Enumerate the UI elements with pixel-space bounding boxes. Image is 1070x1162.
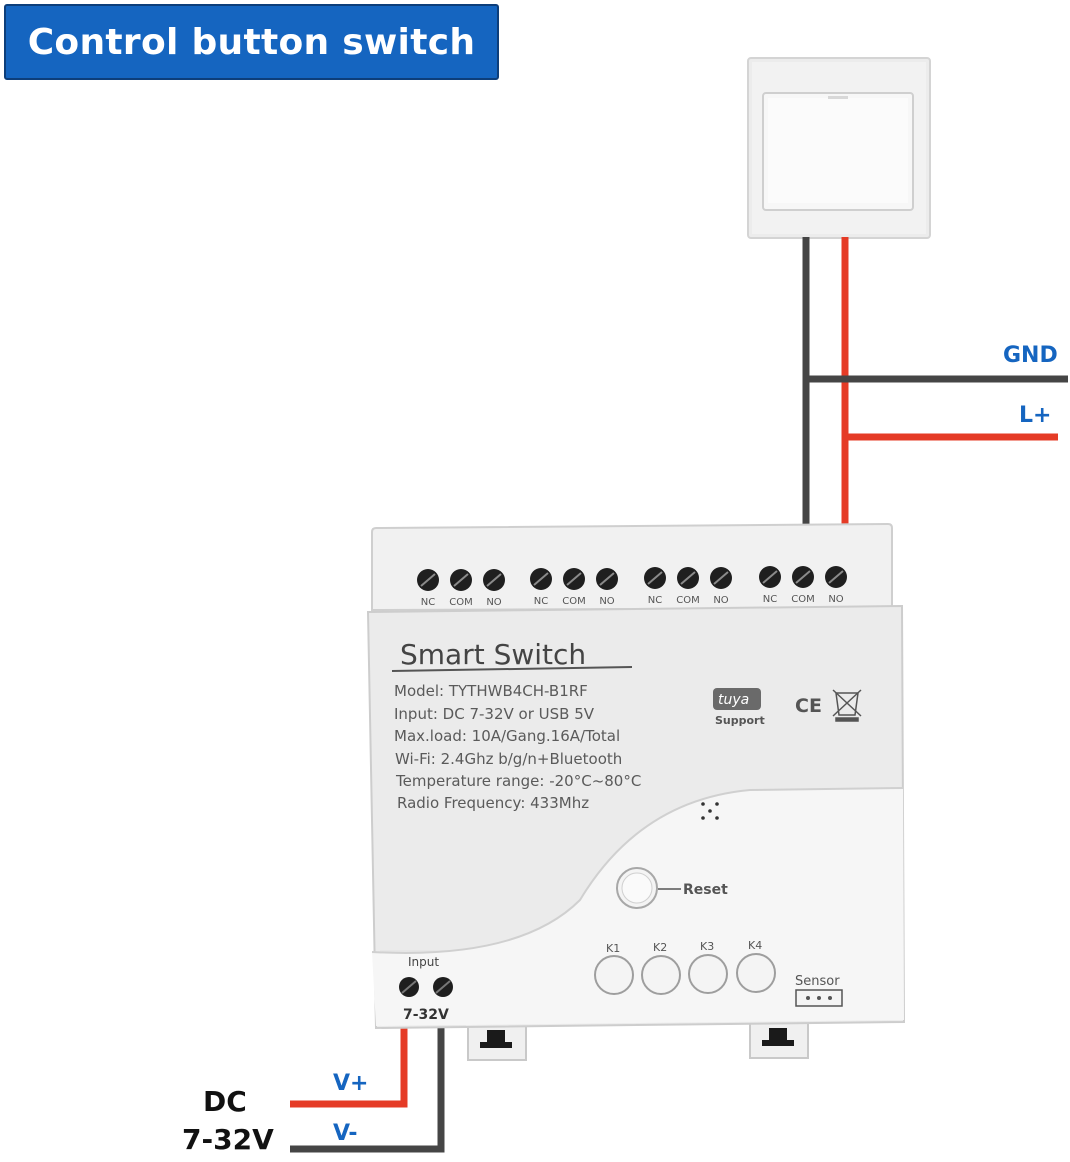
spec-lines: Model: TYTHWB4CH-B1RF Input: DC 7-32V or… [394,682,641,812]
reset-button[interactable] [616,867,658,909]
tuya-logo-text: tuya [718,692,749,708]
buzzer-holes [701,802,719,820]
wall-switch [747,57,931,239]
terminal-screw-slot [566,572,582,586]
terminal-screw-slot [647,571,663,585]
vminus-label: V- [333,1121,358,1146]
terminal-screw-slot [420,573,436,587]
spec-line: Radio Frequency: 433Mhz [397,794,589,812]
k4-label: K4 [748,939,762,952]
weee-bin-icon [832,689,862,722]
terminal-screw-slot [713,571,729,585]
sensor-port [795,989,843,1007]
terminal-label: NC [421,597,435,608]
reset-label: Reset [683,882,728,898]
spec-line: Temperature range: -20°C~80°C [395,772,641,790]
terminal-screw-slot [795,570,811,584]
terminal-label: NO [486,597,501,608]
banner-title: Control button switch [27,21,476,63]
terminal-screw-slot [762,570,778,584]
dc-label: DC [203,1085,247,1118]
spec-line: Max.load: 10A/Gang.16A/Total [394,727,620,745]
k3-label: K3 [700,940,714,953]
spec-line: Model: TYTHWB4CH-B1RF [394,682,588,700]
terminal-label: NC [534,596,548,607]
terminal-label: COM [449,597,472,608]
terminal-label: NC [763,594,777,605]
terminal-labels: NC COM NO NC COM NO NC COM NO NC COM NO [421,594,844,608]
terminal-screw-slot [680,571,696,585]
terminal-screw-slot [453,573,469,587]
input-terminals [399,977,453,997]
terminal-label: NO [828,594,843,605]
terminal-label: NO [599,596,614,607]
terminal-screws [417,566,847,591]
k1-button[interactable] [594,955,634,995]
terminal-screw-slot [486,573,502,587]
input-voltage-label: 7-32V [403,1007,449,1023]
tuya-support-text: Support [715,714,765,727]
lplus-label: L+ [1019,403,1051,428]
gnd-label: GND [1003,343,1058,368]
terminal-screw-slot [828,570,844,584]
k1-label: K1 [606,942,620,955]
tuya-logo: tuya Support [713,688,765,727]
terminal-label: COM [562,596,585,607]
sensor-label: Sensor [795,974,840,989]
terminal-screw-slot [533,572,549,586]
ce-mark: CE [795,695,822,717]
voltage-label: 7-32V [182,1123,274,1156]
k4-button[interactable] [736,953,776,993]
key-buttons[interactable] [594,953,776,995]
k2-label: K2 [653,941,667,954]
terminal-label: NO [713,595,728,606]
k3-button[interactable] [688,954,728,994]
terminal-label: COM [676,595,699,606]
terminal-screw-slot [599,572,615,586]
input-label: Input [408,955,439,969]
terminal-label: NC [648,595,662,606]
wires [290,237,1068,1153]
vplus-wire [290,1028,408,1108]
spec-line: Wi-Fi: 2.4Ghz b/g/n+Bluetooth [395,750,622,768]
k2-button[interactable] [641,955,681,995]
title-banner: Control button switch [4,4,499,80]
vplus-label: V+ [333,1071,368,1096]
vminus-wire [290,1028,445,1153]
spec-line: Input: DC 7-32V or USB 5V [394,705,595,723]
device-name: Smart Switch [400,638,586,671]
terminal-label: COM [791,594,814,605]
